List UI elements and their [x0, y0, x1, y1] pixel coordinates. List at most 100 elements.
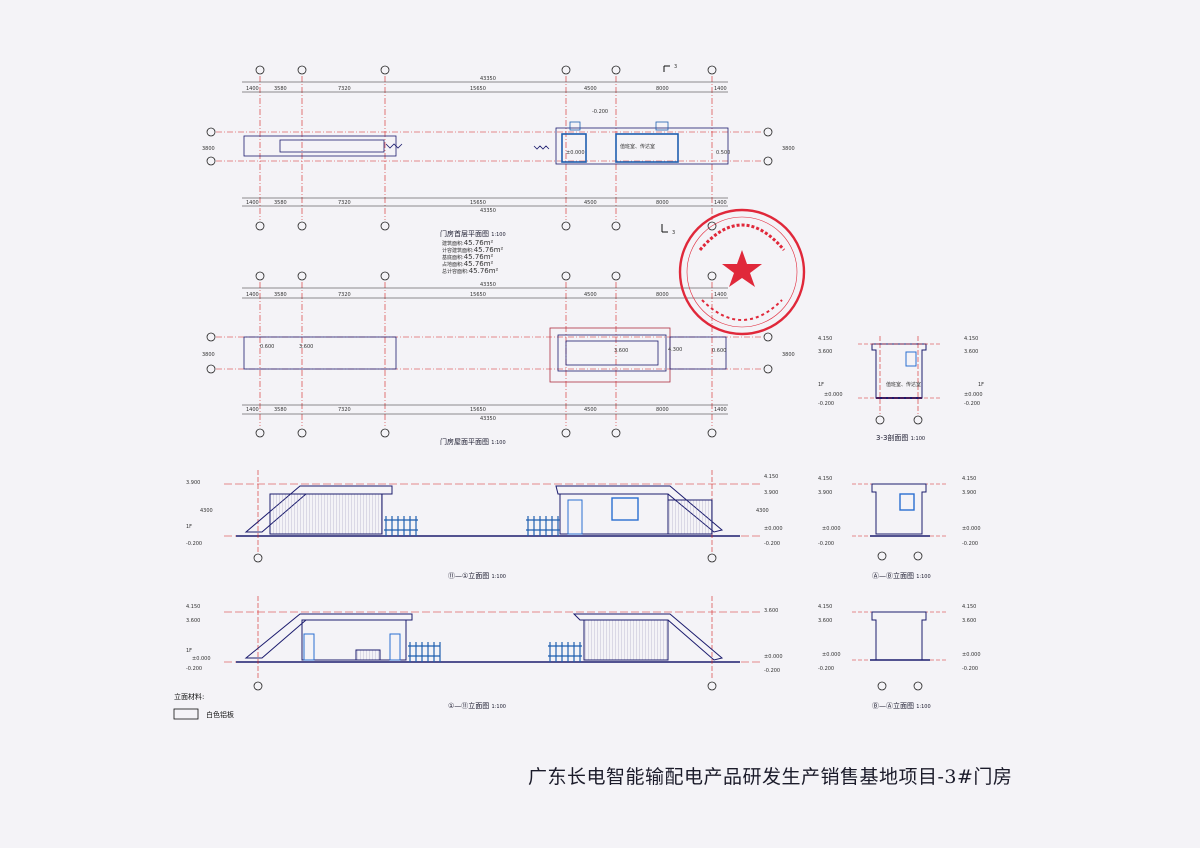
svg-text:4.150: 4.150 [818, 476, 832, 482]
elev1-dim-left: 4300 [200, 508, 213, 514]
elev-a-levels-left: 4.150 3.900 ±0.000 -0.200 [818, 476, 841, 547]
floor-plan-title: 门房首层平面图 1:100 [440, 229, 506, 238]
svg-text:总计容面积:45.76m²: 总计容面积:45.76m² [442, 267, 499, 275]
roof-plan: 43350 43350 1400 3580 7320 15650 4500 80… [202, 271, 795, 446]
elev-b-levels-left: 4.150 3.600 ±0.000 -0.200 [818, 604, 841, 672]
fence-right [526, 516, 560, 536]
elevation-1-title: ⑪—①立面图 1:100 [448, 571, 506, 580]
svg-text:±0.000: ±0.000 [822, 526, 841, 532]
plan-level-zero: ±0.000 [566, 150, 585, 156]
elev1-levels-right: 4.150 3.900 ±0.000 -0.200 [764, 474, 783, 547]
elev1-levels-left: 3.900 1F -0.200 [186, 480, 202, 547]
roof-total-dim-top: 43350 [480, 282, 496, 288]
roof-total-dim-bottom: 43350 [480, 416, 496, 422]
elevation-1: 3.900 1F -0.200 4300 4.150 3.900 ±0.000 … [186, 470, 783, 580]
plan-left-canopy [243, 135, 403, 157]
svg-text:±0.000: ±0.000 [764, 526, 783, 532]
svg-text:4.150: 4.150 [186, 604, 200, 610]
elev2-levels-right: 3.600 ±0.000 -0.200 [764, 608, 783, 674]
plan-level-right: 0.500 [716, 150, 730, 156]
area-notes: 建筑面积:45.76m² 计容建筑面积:45.76m² 基底面积:45.76m²… [442, 239, 504, 275]
official-seal [678, 208, 806, 336]
svg-text:4.150: 4.150 [962, 476, 976, 482]
roof-level-b: 3.600 [299, 344, 313, 350]
svg-text:3.900: 3.900 [962, 490, 976, 496]
roof-level-d: 0.600 [712, 348, 726, 354]
roof-dimension-lines [242, 287, 728, 415]
red-axis-lines [216, 76, 762, 220]
svg-text:4.150: 4.150 [818, 604, 832, 610]
svg-text:7320: 7320 [338, 407, 351, 413]
svg-text:4500: 4500 [584, 292, 597, 298]
section-mark-top-label: 3 [674, 64, 677, 70]
plan-height-dim-right: 3800 [782, 146, 795, 152]
svg-text:7320: 7320 [338, 292, 351, 298]
section-room-label: 值班室、传达室 [886, 381, 921, 388]
svg-text:-0.200: -0.200 [186, 541, 202, 547]
section-marker-bottom [661, 224, 668, 233]
material-legend: 立面材料: 白色铝板 [173, 692, 234, 720]
svg-text:-0.200: -0.200 [764, 541, 780, 547]
svg-text:±0.000: ±0.000 [764, 654, 783, 660]
section-3-3: 4.150 3.600 1F ±0.000 -0.200 4.150 3.600… [818, 336, 984, 442]
roof-level-c: 3.600 [614, 348, 628, 354]
plan-total-dim-bottom: 43350 [480, 208, 496, 214]
svg-text:1400: 1400 [714, 86, 727, 92]
svg-text:8000: 8000 [656, 200, 669, 206]
elev2-levels-left: 4.150 3.600 1F ±0.000 -0.200 [186, 604, 211, 672]
svg-text:3.600: 3.600 [962, 618, 976, 624]
section-levels-right: 4.150 3.600 1F ±0.000 -0.200 [964, 336, 984, 407]
roof-level-a: 0.600 [260, 344, 274, 350]
svg-text:3580: 3580 [274, 200, 287, 206]
drawing-title: 广东长电智能输配电产品研发生产销售基地项目-3#门房 [528, 766, 1013, 788]
svg-text:4500: 4500 [584, 407, 597, 413]
plan-segment-dims-bottom: 1400 3580 7320 15650 4500 8000 1400 [246, 200, 727, 206]
svg-text:±0.000: ±0.000 [192, 656, 211, 662]
svg-text:1400: 1400 [714, 407, 727, 413]
elev-b-levels-right: 4.150 3.600 ±0.000 -0.200 [962, 604, 981, 672]
svg-text:4500: 4500 [584, 86, 597, 92]
roof-height-dim-right: 3800 [782, 352, 795, 358]
svg-text:7320: 7320 [338, 86, 351, 92]
grid-bubbles-top [206, 65, 773, 231]
section-marker-top [663, 65, 670, 72]
svg-text:1400: 1400 [714, 200, 727, 206]
svg-text:1400: 1400 [714, 292, 727, 298]
svg-text:±0.000: ±0.000 [822, 652, 841, 658]
svg-text:-0.200: -0.200 [962, 541, 978, 547]
svg-text:±0.000: ±0.000 [964, 392, 983, 398]
svg-text:3580: 3580 [274, 407, 287, 413]
svg-text:1F: 1F [186, 648, 192, 654]
elev1-dim-right: 4300 [756, 508, 769, 514]
plan-room-label: 值班室、传达室 [620, 143, 655, 150]
plan-total-dim-top: 43350 [480, 76, 496, 82]
svg-text:4.150: 4.150 [964, 336, 978, 342]
fence-right-2 [548, 642, 582, 662]
roof-outlines [243, 327, 727, 383]
legend-heading: 立面材料: [174, 692, 204, 701]
svg-text:3580: 3580 [274, 86, 287, 92]
fence-left [384, 516, 418, 536]
svg-text:8000: 8000 [656, 86, 669, 92]
plan-height-dim-left: 3800 [202, 146, 215, 152]
svg-text:15650: 15650 [470, 292, 486, 298]
svg-text:基底面积:45.76m²: 基底面积:45.76m² [442, 253, 494, 261]
svg-text:3.900: 3.900 [186, 480, 200, 486]
svg-text:3580: 3580 [274, 292, 287, 298]
elevation-2-title: ①—⑪立面图 1:100 [448, 701, 506, 710]
roof-plan-title: 门房屋面平面图 1:100 [440, 437, 506, 446]
svg-text:-0.200: -0.200 [764, 668, 780, 674]
plan-segment-dims-top: 1400 3580 7320 15650 4500 8000 1400 [246, 86, 727, 92]
svg-text:15650: 15650 [470, 86, 486, 92]
plan-guard-house [533, 121, 729, 165]
elev-a-levels-right: 4.150 3.900 ±0.000 -0.200 [962, 476, 981, 547]
svg-text:1F: 1F [978, 382, 984, 388]
roof-segment-dims-top: 1400 3580 7320 15650 4500 8000 1400 [246, 292, 727, 298]
legend-item-label: 白色铝板 [206, 710, 234, 719]
svg-text:-0.200: -0.200 [964, 401, 980, 407]
roof-level-e: 4.300 [668, 347, 682, 353]
svg-text:-0.200: -0.200 [186, 666, 202, 672]
svg-text:1400: 1400 [246, 407, 259, 413]
svg-text:4.150: 4.150 [818, 336, 832, 342]
floor-plan: 43350 43350 1400 3580 7320 15650 4500 80… [202, 64, 795, 275]
